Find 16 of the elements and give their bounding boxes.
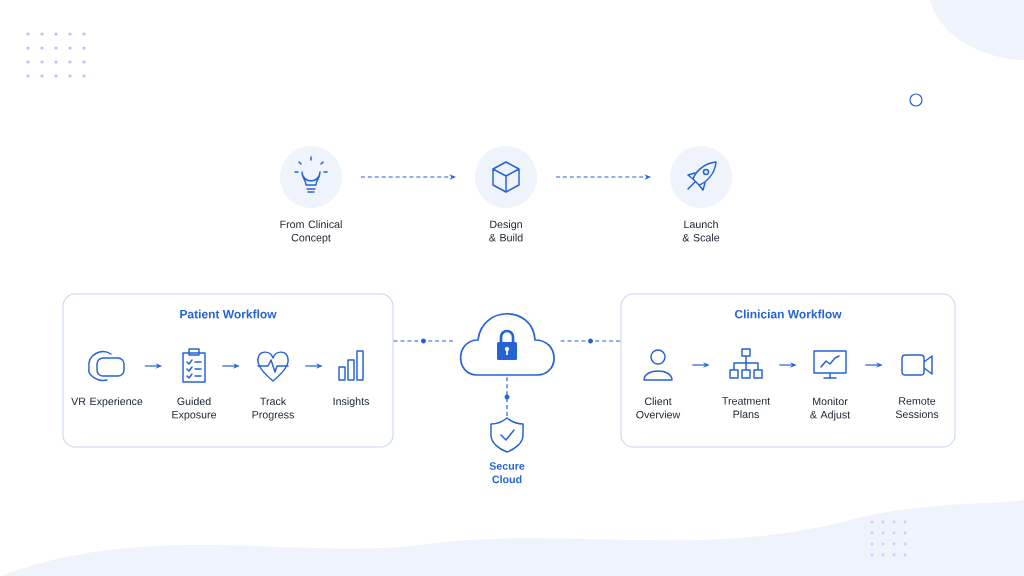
step-label: Treatment Plans [722, 397, 771, 419]
step-label: Guided Exposure [172, 397, 217, 421]
step-label: Remote Sessions [895, 397, 939, 419]
step-label: Design & Build [489, 220, 523, 242]
connector-line [560, 338, 622, 344]
step-label: Client Overview [636, 397, 681, 419]
step-label: Insights [333, 397, 369, 408]
cloud-lock-icon [459, 312, 555, 376]
connector-line [392, 338, 454, 344]
step-label: Secure Cloud [489, 462, 525, 484]
step-label: VR Experience [71, 397, 143, 408]
step-label: From Clinical Concept [280, 220, 342, 244]
step-label: Track Progress [252, 397, 294, 421]
connector-line [504, 376, 510, 418]
step-label: Launch & Scale [682, 220, 720, 242]
step-label: Monitor & Adjust [810, 397, 851, 421]
